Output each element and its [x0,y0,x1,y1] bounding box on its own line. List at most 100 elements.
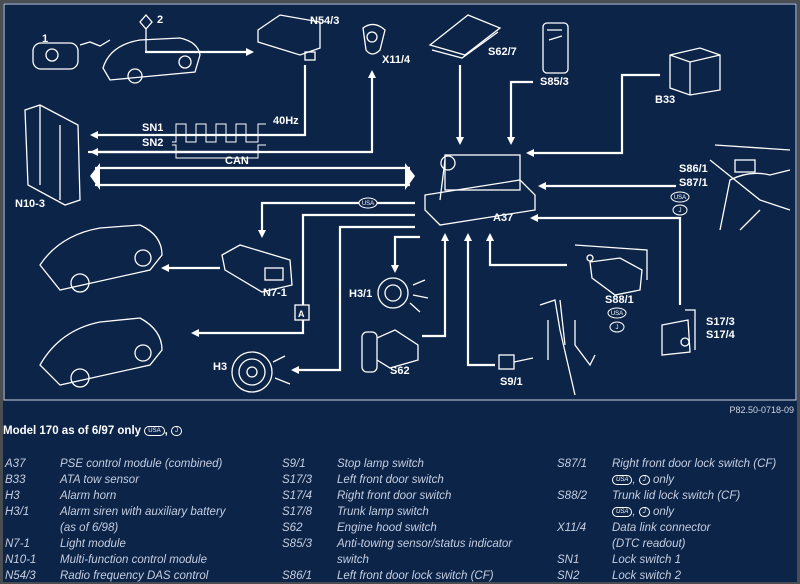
car-icon [102,37,201,84]
h3-1-siren-icon [377,277,429,313]
legend-code: SN1 [557,554,580,566]
legend-column-3: S87/1 Right front door lock switch (CF) US… [557,456,776,584]
usa-badge: USA [144,425,165,436]
label-s85-3: S85/3 [540,76,569,88]
legend-code: S88/2 [557,490,588,502]
legend-description: Lock switch 2 [612,570,682,582]
legend-description: Light module [60,538,126,550]
s17-door-switch-icon [661,309,696,356]
usa-badge-line [358,197,378,209]
label-b33: B33 [655,94,675,106]
legend-description: Left front door lock switch (CF) [337,570,494,582]
legend-row: (as of 6/98) [5,520,226,536]
legend-description: Lock switch 1 [612,554,682,566]
usa-badge: USA [612,506,633,517]
legend-description: Data link connector [612,522,711,534]
diagram-panel: USA USA J USA J 1 2 N54/3 X11/4 S62/7 S8… [3,3,797,582]
car-alarm-full-icon [39,317,163,388]
legend-code: S17/4 [282,490,313,502]
label-n7-1: N7-1 [263,287,287,299]
legend-description: Right front door lock switch (CF) [612,458,777,470]
legend-description: Trunk lid lock switch (CF) [612,490,741,502]
legend-description: Right front door switch [337,490,452,502]
label-sn1: SN1 [142,122,163,134]
n10-3-module-icon [24,104,81,206]
usa-badge-s88 [607,307,627,319]
legend-row: USA, J only [557,504,776,520]
legend-code [282,552,337,568]
s9-1-stop-lamp-switch-icon [498,354,534,370]
label-fob: 1 [42,33,48,45]
legend-description: Left front door switch [337,474,444,486]
legend-code: H3/1 [5,506,30,518]
legend-row: switch [282,552,512,568]
legend-description: PSE control module (combined) [60,458,223,470]
legend-row: (DTC readout) [557,536,776,552]
label-can: CAN [225,155,249,167]
j-badge-s86 [672,204,688,216]
badge-text: J [616,325,619,331]
legend-code: N54/3 [5,570,36,582]
usa-badge-s86 [670,191,690,203]
radio-signal-icon [79,39,111,47]
legend-description: Trunk lamp switch [337,506,429,518]
legend-description: Radio frequency DAS control [60,570,209,582]
legend-description: switch [337,554,369,566]
legend-code: H3 [5,490,20,502]
legend-description: only [652,506,675,518]
square-wave [172,123,266,143]
s62-7-switch-icon [428,14,502,59]
legend-row: S86/1 Left front door lock switch (CF) [282,568,512,584]
legend-description: only [652,474,675,486]
s62-hood-switch-icon [361,329,419,373]
legend-code: A37 [5,458,26,470]
legend-row: N7-1 Light module [5,536,226,552]
legend-code: S62 [282,522,303,534]
label-s9-1: S9/1 [500,376,523,388]
legend-code: S17/3 [282,474,313,486]
label-h3-1: H3/1 [349,288,372,300]
label-x11-4: X11/4 [382,54,411,66]
j-badge: J [638,474,650,485]
badge-text: USA [674,195,686,201]
legend-code: S85/3 [282,538,313,550]
legend-code: N10-1 [5,554,37,566]
legend-code: SN2 [557,570,580,582]
x11-4-connector-icon [362,23,386,55]
j-badge-s88 [609,321,625,333]
legend-title-text: Model 170 as of 6/97 only [3,425,142,437]
legend-code: S87/1 [557,458,588,470]
legend-row: N54/3 Radio frequency DAS control [5,568,226,584]
badge-text: J [679,208,682,214]
legend-code [5,520,60,536]
s85-3-switch-icon [542,22,569,74]
j-badge: J [171,425,182,436]
n7-1-light-module-icon [221,244,293,293]
legend-code: N7-1 [5,538,30,550]
h3-horn-icon [231,351,291,393]
label-40hz: 40Hz [273,115,299,127]
legend-row: S17/3 Left front door switch [282,472,512,488]
badge-text: USA [362,201,374,207]
usa-badge: USA [612,474,633,485]
b33-sensor-icon [669,47,721,96]
legend-description: Stop lamp switch [337,458,424,470]
label-s62-7: S62/7 [488,46,517,58]
label-n54-3: N54/3 [310,15,339,27]
legend-code: S86/1 [282,570,313,582]
j-badge: J [638,506,650,517]
legend-row: A37 PSE control module (combined) [5,456,226,472]
legend-code [557,504,612,520]
badge-text: USA [611,311,623,317]
legend-code [557,472,612,488]
label-n10-3: N10-3 [15,198,45,210]
door-icon [709,144,791,231]
